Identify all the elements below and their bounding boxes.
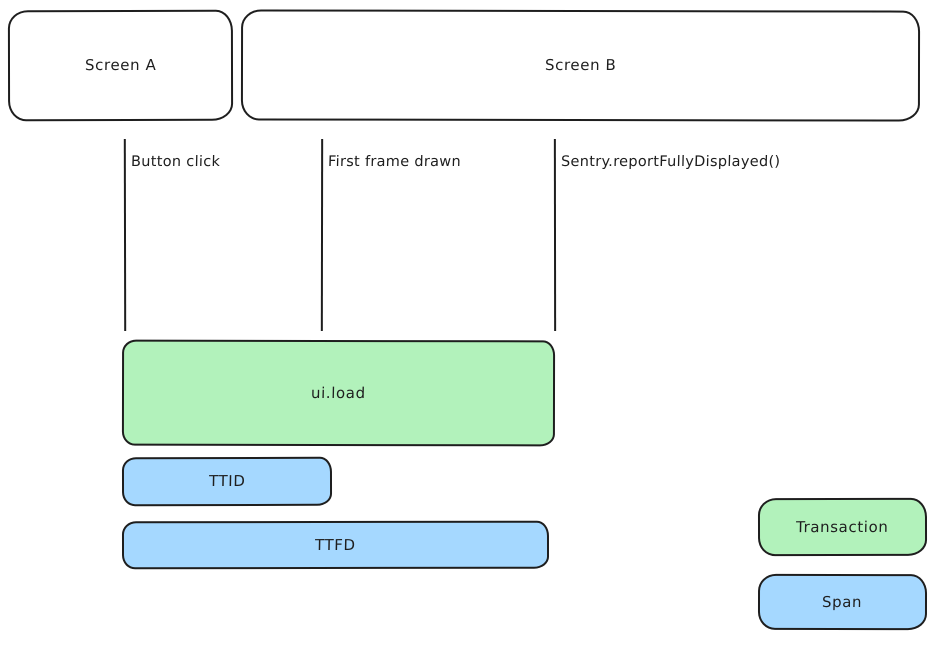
legend-span-label: Span bbox=[822, 592, 863, 611]
marker-label-button-click: Button click bbox=[130, 154, 221, 170]
marker-label-report-fully-displayed: Sentry.reportFullyDisplayed() bbox=[560, 154, 781, 170]
bar-ttid-label: TTID bbox=[208, 471, 246, 491]
screen-a-label: Screen A bbox=[84, 55, 157, 75]
legend-transaction[interactable]: Transaction bbox=[757, 497, 928, 557]
screen-b-box[interactable]: Screen B bbox=[240, 9, 921, 122]
legend-transaction-label: Transaction bbox=[796, 517, 889, 536]
bar-ui-load[interactable]: ui.load bbox=[121, 339, 556, 447]
bar-ui-load-label: ui.load bbox=[310, 383, 367, 402]
screen-b-label: Screen B bbox=[544, 55, 617, 75]
marker-line-first-frame-drawn bbox=[320, 138, 324, 332]
marker-line-report-fully-displayed bbox=[553, 138, 557, 332]
bar-ttfd[interactable]: TTFD bbox=[121, 520, 550, 570]
marker-line-button-click bbox=[123, 138, 127, 332]
marker-label-first-frame-drawn: First frame drawn bbox=[327, 154, 462, 170]
bar-ttid[interactable]: TTID bbox=[121, 456, 333, 507]
legend-span[interactable]: Span bbox=[757, 573, 928, 631]
bar-ttfd-label: TTFD bbox=[315, 535, 356, 554]
screen-a-box[interactable]: Screen A bbox=[7, 9, 234, 122]
